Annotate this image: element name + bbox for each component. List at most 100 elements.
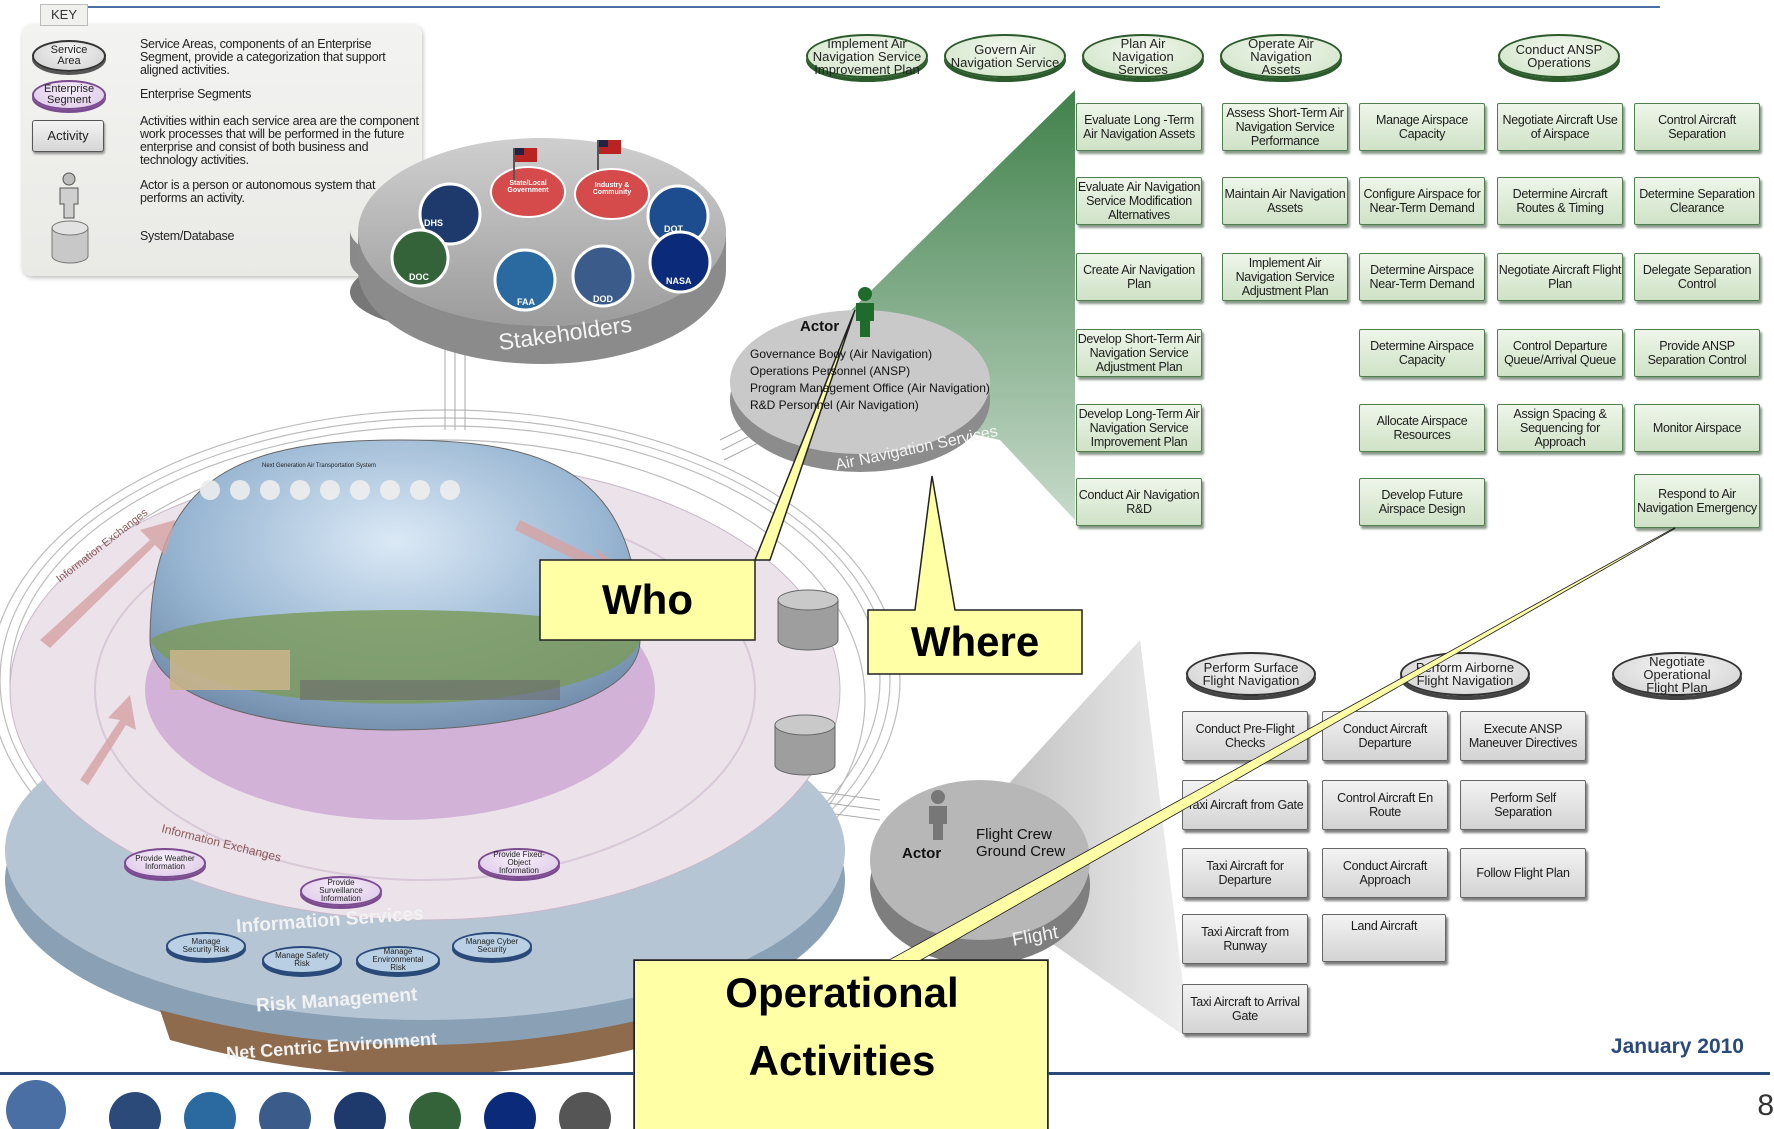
activity-box: Taxi Aircraft to Arrival Gate [1182,984,1308,1034]
activity-box: Respond to Air Navigation Emergency [1634,474,1760,528]
seal-faa: FAA [517,297,535,307]
database-cylinders [774,589,839,776]
activity-box: Implement Air Navigation Service Adjustm… [1222,253,1348,301]
activity-box: Configure Airspace for Near-Term Demand [1359,177,1485,225]
activity-box: Conduct Aircraft Approach [1322,848,1448,898]
seal-state-local: State/Local Government [507,180,549,194]
activity-box: Negotiate Aircraft Use of Airspace [1497,103,1623,151]
info-oval-label: Provide Weather Information [135,854,195,871]
service-area-label: Operate Air Navigation Assets [1248,35,1314,77]
key-service-area-oval: Service Area [32,40,106,72]
activity-box: Control Aircraft En Route [1322,780,1448,830]
service-area-operate: Operate Air Navigation Assets [1220,34,1342,78]
risk-oval-label: Manage Security Risk [182,937,230,954]
info-oval-label: Provide Fixed-Object Information [493,850,545,875]
risk-oval-label: Manage Cyber Security [465,937,519,954]
key-tab: KEY [40,4,88,26]
activity-box: Control Departure Queue/Arrival Queue [1497,329,1623,377]
top-rule [80,6,1660,8]
service-area-plan: Plan Air Navigation Services [1082,34,1204,78]
activity-box: Follow Flight Plan [1460,848,1586,898]
air-nav-disk [730,310,990,454]
activity-box: Determine Airspace Capacity [1359,329,1485,377]
air-nav-actor-label: Actor [800,318,840,335]
flags [513,140,621,180]
activity-box: Develop Short-Term Air Navigation Servic… [1076,329,1202,377]
info-oval-surveillance: Provide Surveillance Information [300,876,382,906]
flight-actor-label: Actor [902,845,942,862]
risk-oval-cyber: Manage Cyber Security [452,932,532,960]
seal-dot: DOT [664,224,683,234]
risk-oval-security: Manage Security Risk [166,932,246,960]
seal-doc: DOC [409,272,429,282]
activity-box: Manage Airspace Capacity [1359,103,1485,151]
service-area-govern: Govern Air Navigation Service [944,34,1066,78]
risk-oval-environmental: Manage Environmental Risk [356,946,440,974]
air-nav-actor: Governance Body (Air Navigation) [750,347,933,361]
who-callout-shape [539,309,856,641]
operational-activities-callout: Operational Activities [634,960,1048,1129]
key-panel: Service Area Service Areas, components o… [22,24,422,276]
actor-figure-air-nav [856,287,874,337]
activity-box: Develop Future Airspace Design [1359,478,1485,526]
activity-box: Determine Aircraft Routes & Timing [1497,177,1623,225]
info-oval-weather: Provide Weather Information [124,848,206,878]
activity-box: Land Aircraft [1322,914,1446,962]
activity-box: Conduct Air Navigation R&D [1076,478,1202,526]
service-area-implement-improvement: Implement Air Navigation Service Improve… [806,34,928,78]
key-enterprise-segment-label: Enterprise Segment [44,83,95,106]
activity-box: Perform Self Separation [1460,780,1586,830]
service-area-label: Perform Airborne Flight Navigation [1415,660,1515,688]
where-callout: Where [910,618,1040,665]
activity-box: Create Air Navigation Plan [1076,253,1202,301]
activity-box: Negotiate Aircraft Flight Plan [1497,253,1623,301]
activity-box: Delegate Separation Control [1634,253,1760,301]
who-callout: Who [602,576,693,623]
net-centric-band [160,1010,680,1075]
service-area-airborne-navigation: Perform Airborne Flight Navigation [1400,652,1530,696]
key-actor-desc: Actor is a person or autonomous system t… [140,178,376,205]
service-area-conduct-ansp: Conduct ANSP Operations [1498,34,1620,78]
risk-oval-label: Manage Safety Risk [275,951,329,968]
activity-box: Allocate Airspace Resources [1359,404,1485,452]
service-area-label: Negotiate Operational Flight Plan [1643,653,1711,695]
activity-box: Execute ANSP Maneuver Directives [1460,711,1586,761]
key-enterprise-segment-oval: Enterprise Segment [32,80,106,110]
activity-box: Provide ANSP Separation Control [1634,329,1760,377]
activity-box: Evaluate Long -Term Air Navigation Asset… [1076,103,1202,151]
key-actor-icon [59,172,79,219]
activity-box: Taxi Aircraft for Departure [1182,848,1308,898]
flight-actor: Ground Crew [976,843,1066,860]
activity-box: Assign Spacing & Sequencing for Approach [1497,404,1623,452]
key-enterprise-segment-desc: Enterprise Segments [140,87,252,101]
activity-box: Evaluate Air Navigation Service Modifica… [1076,177,1202,225]
service-area-surface-navigation: Perform Surface Flight Navigation [1186,652,1316,696]
key-service-area-desc: Service Areas, components of an Enterpri… [140,37,386,77]
footer-logos [6,1080,611,1129]
key-activity-desc: Activities within each service area are … [140,114,419,167]
activity-box: Maintain Air Navigation Assets [1222,177,1348,225]
service-area-negotiate-flight-plan: Negotiate Operational Flight Plan [1612,652,1742,696]
air-nav-actor: Program Management Office (Air Navigatio… [750,381,990,395]
key-system-desc: System/Database [140,229,235,243]
key-database-icon [51,220,89,264]
operational-callout-line2: Activities [748,1037,936,1084]
activity-box: Conduct Pre-Flight Checks [1182,711,1308,761]
key-service-area-label: Service Area [50,44,88,67]
activity-box: Assess Short-Term Air Navigation Service… [1222,103,1348,151]
flight-actor-list: Flight Crew Ground Crew [976,826,1065,860]
risk-oval-label: Manage Environmental Risk [372,947,424,972]
activity-box: Determine Airspace Near-Term Demand [1359,253,1485,301]
key-activity-box: Activity [32,120,104,152]
activity-box: Determine Separation Clearance [1634,177,1760,225]
air-nav-wedge [770,90,1075,520]
footer-date: January 2010 [1610,1035,1744,1058]
agency-seals [390,166,712,312]
info-oval-label: Provide Surveillance Information [319,878,363,903]
seal-industry: Industry & Community [592,182,632,196]
seal-dhs: DHS [424,218,444,228]
seal-dod: DOD [593,294,613,304]
activity-box: Develop Long-Term Air Navigation Service… [1076,404,1202,452]
service-area-label: Perform Surface Flight Navigation [1202,660,1300,688]
info-oval-fixed-object: Provide Fixed-Object Information [478,848,560,878]
